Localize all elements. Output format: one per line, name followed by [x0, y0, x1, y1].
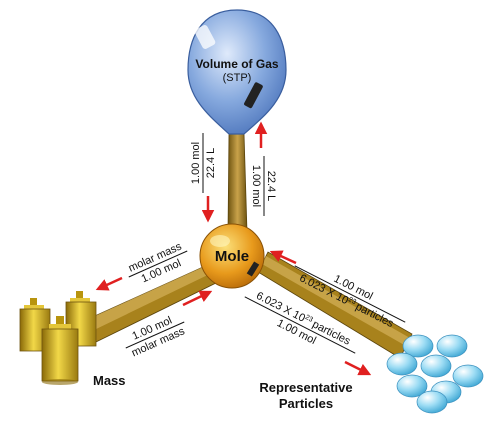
gas-subtitle: (STP): [223, 72, 252, 84]
particle-cluster: [386, 334, 484, 414]
factor-gas-to-mole-numerator: 1.00 mol: [190, 142, 202, 184]
arrow-mass-to-mole: [182, 290, 213, 307]
arrow-mole-to-mass: [95, 276, 123, 291]
arrow-particles-to-mole: [269, 250, 297, 265]
factor-mole-to-gas: 22.4 L 1.00 mol: [250, 156, 277, 216]
mass-label: Mass: [93, 373, 126, 388]
factor-mole-to-gas-denominator: 1.00 mol: [250, 165, 262, 207]
particles-label-line1: Representative: [259, 380, 352, 395]
mole-sphere: Mole: [199, 223, 265, 289]
factor-particles-to-mole-denominator-exp: 23: [347, 296, 357, 306]
particles-label-line2: Particles: [279, 396, 333, 411]
mass-weights: [19, 291, 97, 385]
stick-to-gas: [227, 133, 248, 233]
mole-label: Mole: [215, 248, 249, 265]
arrow-mole-to-particles: [344, 360, 372, 376]
gas-title: Volume of Gas: [195, 57, 278, 71]
factor-mole-to-particles-numerator-exp: 23: [304, 314, 314, 324]
gas-balloon: Volume of Gas (STP): [187, 9, 287, 135]
factor-gas-to-mole-denominator: 22.4 L: [205, 148, 217, 179]
stick-to-particles: [257, 251, 413, 359]
factor-gas-to-mole: 1.00 mol 22.4 L: [190, 133, 217, 193]
factor-mole-to-gas-numerator: 22.4 L: [265, 171, 277, 202]
